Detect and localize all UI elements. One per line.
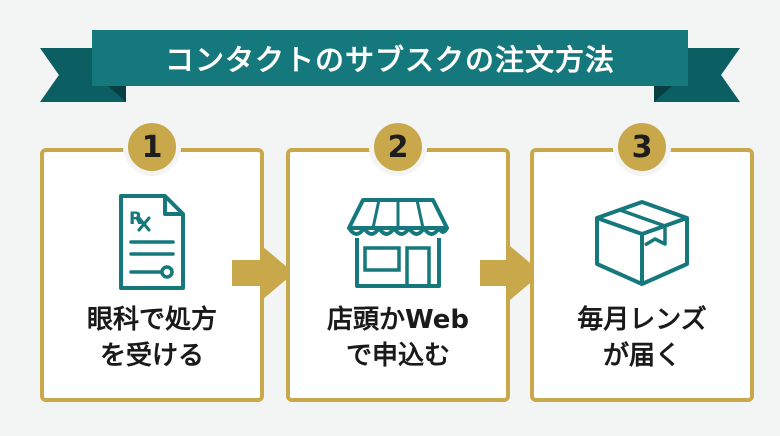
step-card-3: 3 毎月レンズ が届く	[530, 118, 754, 402]
step-card-1: 1 R 眼科で処方 を受ける	[40, 118, 264, 402]
step-label-2: 店頭かWeb で申込む	[327, 305, 469, 371]
prescription-document-icon: R	[119, 194, 185, 290]
step-badge-1: 1	[123, 118, 181, 176]
step-badge-3: 3	[613, 118, 671, 176]
storefront-icon	[347, 198, 449, 288]
page-title: コンタクトのサブスクの注文方法	[164, 43, 615, 77]
step-card-2: 2 店頭かWeb で申込む	[286, 118, 510, 402]
svg-text:R: R	[129, 209, 142, 229]
title-ribbon: コンタクトのサブスクの注文方法	[92, 30, 688, 86]
arrow-right-icon	[480, 246, 542, 300]
step-number-2: 2	[387, 129, 409, 165]
step-number-1: 1	[141, 129, 163, 165]
step-number-3: 3	[631, 129, 653, 165]
delivery-box-icon	[595, 200, 689, 286]
step-badge-2: 2	[369, 118, 427, 176]
step-label-3: 毎月レンズ が届く	[577, 305, 707, 371]
step-label-1: 眼科で処方 を受ける	[86, 305, 217, 371]
arrow-right-icon	[232, 246, 294, 300]
